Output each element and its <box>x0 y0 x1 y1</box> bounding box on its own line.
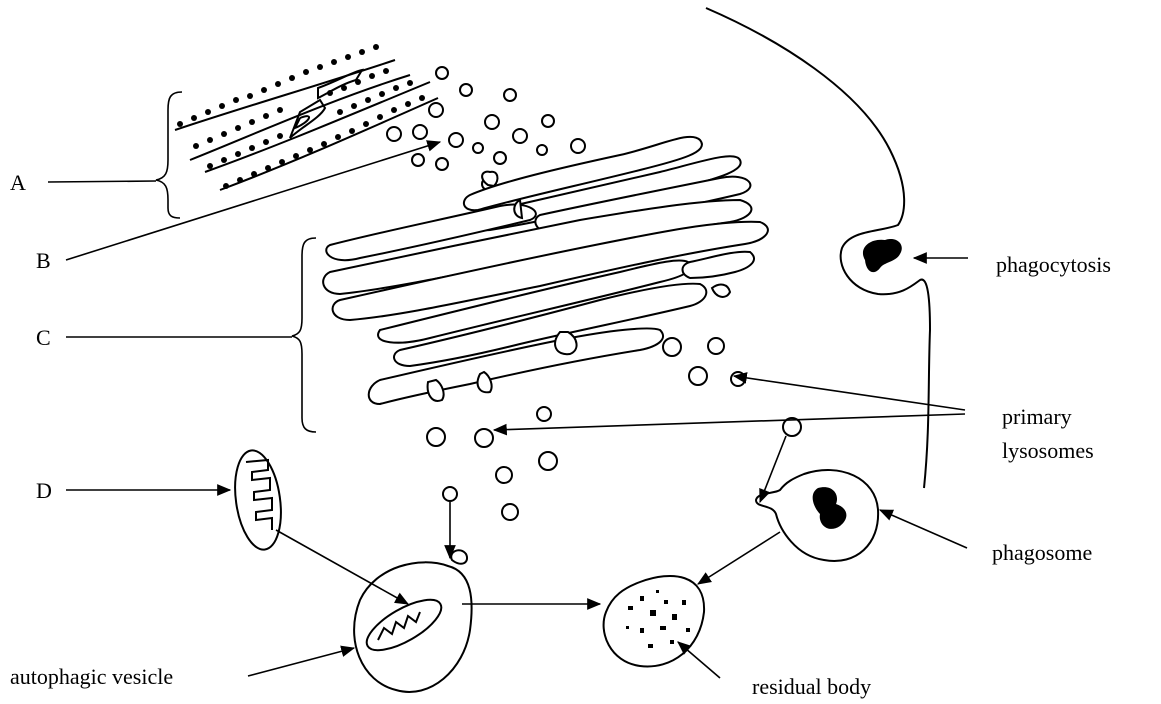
arrow-phagosome-to-residual <box>698 532 780 584</box>
leader-residual-body <box>678 642 720 678</box>
process-arrows <box>276 436 786 604</box>
label-c: C <box>36 325 51 350</box>
leader-phagosome <box>880 510 967 548</box>
label-phagosome: phagosome <box>992 540 1092 565</box>
residual-body <box>604 576 705 666</box>
label-autophagic-vesicle: autophagic vesicle <box>10 664 173 689</box>
golgi-apparatus <box>323 137 768 404</box>
mitochondrion <box>229 447 286 552</box>
label-b: B <box>36 248 51 273</box>
autophagic-vesicle <box>354 550 472 692</box>
leader-a <box>48 181 156 182</box>
phagocytosed-particle <box>863 239 902 272</box>
leader-autophagic-vesicle <box>248 648 354 676</box>
label-d: D <box>36 478 52 503</box>
rough-endoplasmic-reticulum <box>175 44 438 190</box>
leader-primary-lysosomes-upper <box>734 376 965 410</box>
phagosome <box>756 470 878 561</box>
leader-primary-lysosomes-lower <box>494 414 965 430</box>
bracket-a <box>156 92 182 218</box>
bracket-c <box>292 238 316 432</box>
label-phagocytosis: phagocytosis <box>996 252 1111 277</box>
label-residual-body: residual body <box>752 674 871 699</box>
label-primary-line1: primary <box>1002 404 1072 429</box>
label-a: A <box>10 170 26 195</box>
label-primary-line2: lysosomes <box>1002 438 1094 463</box>
arrow-mito-to-autophagic <box>276 530 408 604</box>
